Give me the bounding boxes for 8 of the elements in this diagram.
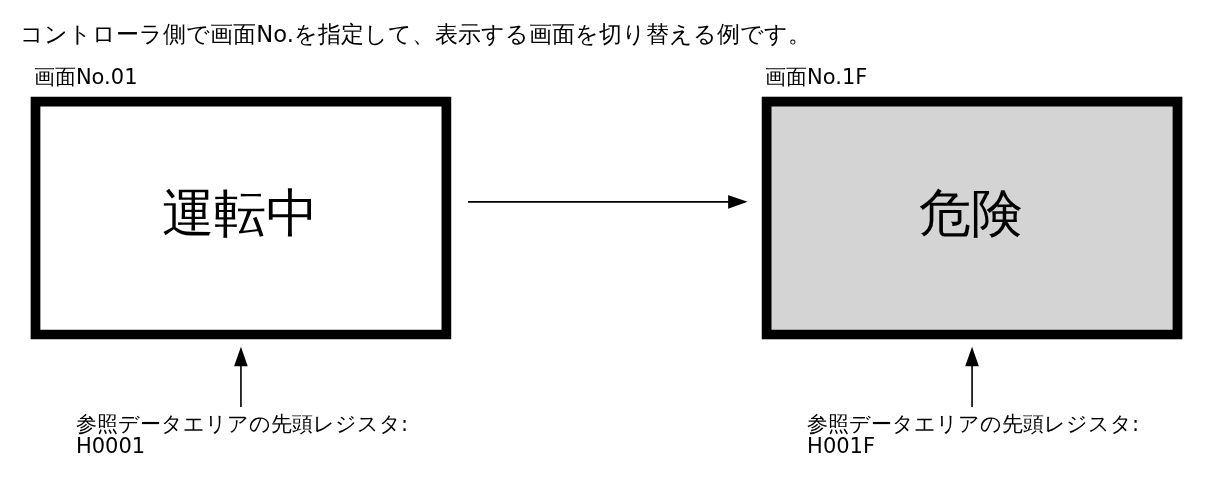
node-label: 画面No.01 bbox=[33, 63, 138, 89]
arrow bbox=[467, 194, 748, 209]
arrow bbox=[965, 346, 979, 408]
node-label: 画面No.1F bbox=[765, 63, 868, 89]
arrow bbox=[234, 346, 248, 408]
diagram-title: コントローラ側で画面No.を指定して、表示する画面を切り替える例です。 bbox=[20, 20, 811, 47]
node-text: 参照データエリアの先頭レジスタ: H001F bbox=[807, 410, 1140, 458]
node-text: 参照データエリアの先頭レジスタ: H0001 bbox=[75, 410, 409, 458]
